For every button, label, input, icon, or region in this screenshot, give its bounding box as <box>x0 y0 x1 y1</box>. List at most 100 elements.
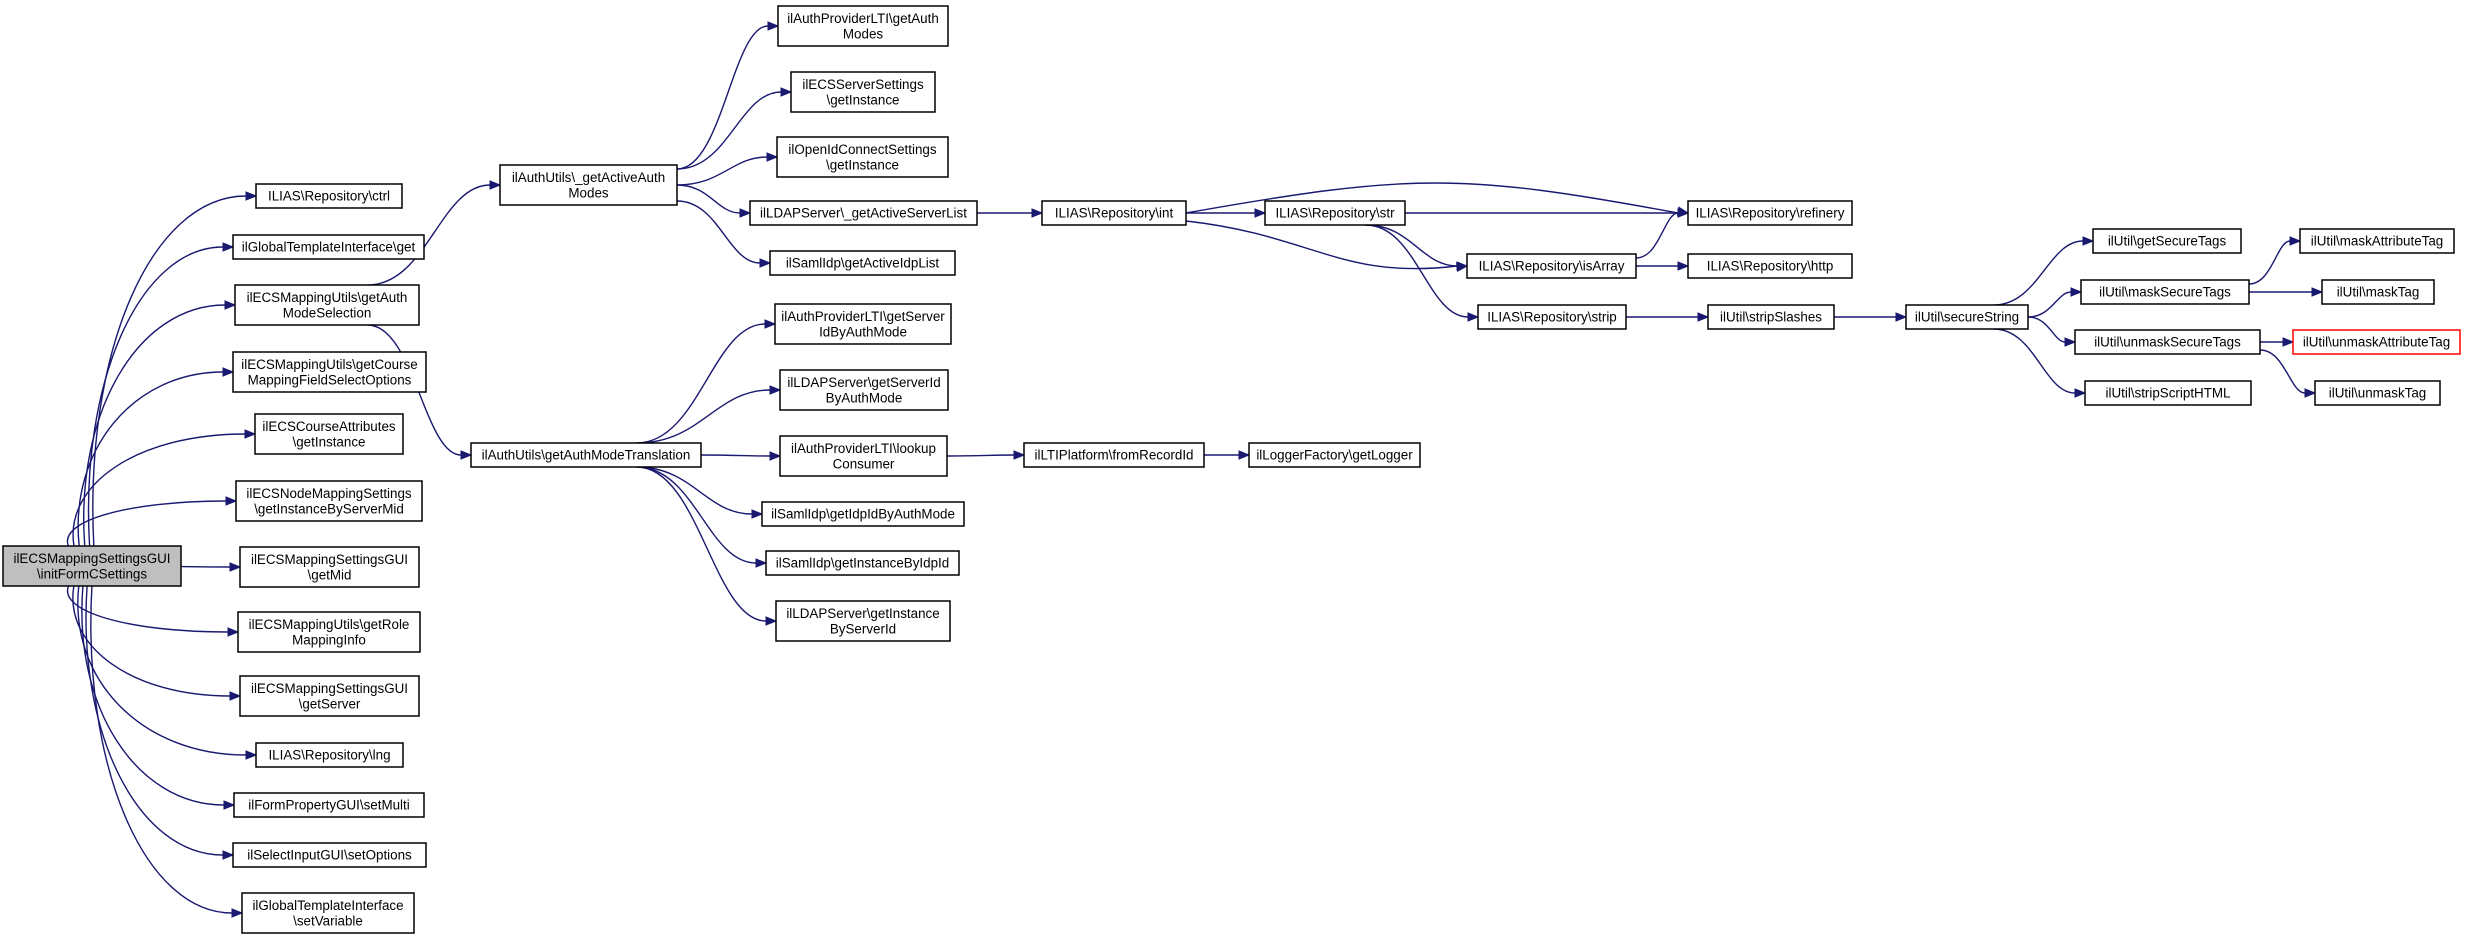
node-label: ilECSMappingUtils\getCourse <box>241 357 417 372</box>
graph-node[interactable]: ilECSMappingSettingsGUI\initFormCSetting… <box>2 545 182 587</box>
graph-node[interactable]: ilSamlIdp\getActiveIdpList <box>769 250 956 276</box>
graph-node[interactable]: ILIAS\Repository\strip <box>1477 304 1627 330</box>
graph-node[interactable]: ilFormPropertyGUI\setMulti <box>233 792 425 818</box>
node-label: \setVariable <box>293 913 363 928</box>
edge-arrowhead <box>222 367 235 377</box>
node-label: ilUtil\unmaskTag <box>2329 386 2427 401</box>
node-label: ILIAS\Repository\int <box>1055 206 1174 221</box>
graph-node[interactable]: ilSamlIdp\getInstanceByIdpId <box>765 550 960 576</box>
graph-node[interactable]: ILIAS\Repository\isArray <box>1466 253 1637 279</box>
node-box <box>2299 228 2455 254</box>
edge-arrowhead <box>1254 208 1267 218</box>
graph-node[interactable]: ilOpenIdConnectSettings\getInstance <box>776 136 949 178</box>
graph-node[interactable]: ilUtil\unmaskAttributeTag <box>2292 329 2461 355</box>
node-label: ilOpenIdConnectSettings <box>788 142 936 157</box>
edge-arrowhead <box>751 509 764 519</box>
node-box <box>769 250 956 276</box>
graph-node[interactable]: ilECSServerSettings\getInstance <box>790 71 936 113</box>
node-label: ilUtil\maskSecureTags <box>2099 285 2231 300</box>
graph-node[interactable]: ilUtil\unmaskSecureTags <box>2074 329 2261 355</box>
graph-node[interactable]: ilLDAPServer\_getActiveServerList <box>749 200 978 226</box>
graph-node[interactable]: ILIAS\Repository\refinery <box>1687 200 1853 226</box>
edge-line <box>178 565 231 568</box>
node-label: ilECSMappingSettingsGUI <box>251 552 408 567</box>
edge-arrowhead <box>766 152 779 162</box>
graph-node[interactable]: ILIAS\Repository\int <box>1041 200 1187 226</box>
edge-arrowhead <box>780 87 793 97</box>
graph-node[interactable]: ilSelectInputGUI\setOptions <box>232 842 427 868</box>
edge-line <box>636 466 757 564</box>
node-box <box>790 71 936 113</box>
node-label: \getServer <box>299 696 361 711</box>
node-label: ByAuthMode <box>826 390 903 405</box>
graph-node[interactable]: ilECSMappingSettingsGUI\getMid <box>239 546 420 588</box>
graph-node[interactable]: ILIAS\Repository\http <box>1687 253 1853 279</box>
node-box <box>765 550 960 576</box>
node-box <box>779 435 948 477</box>
graph-node[interactable]: ilUtil\maskSecureTags <box>2080 279 2250 305</box>
graph-node[interactable]: ilUtil\secureString <box>1905 304 2029 330</box>
node-label: ilECSNodeMappingSettings <box>246 486 412 501</box>
node-label: ilGlobalTemplateInterface\get <box>242 240 416 255</box>
graph-node[interactable]: ILIAS\Repository\str <box>1264 200 1406 226</box>
graph-node[interactable]: ilLoggerFactory\getLogger <box>1248 442 1421 468</box>
graph-node[interactable]: ilLTIPlatform\fromRecordId <box>1023 442 1205 468</box>
node-label: \initFormCSettings <box>37 566 147 581</box>
node-label: ilECSServerSettings <box>802 77 924 92</box>
node-box <box>1248 442 1421 468</box>
node-label: \getInstance <box>293 434 366 449</box>
graph-node[interactable]: ilGlobalTemplateInterface\get <box>232 234 425 260</box>
node-label: ModeSelection <box>283 305 372 320</box>
node-label: ByServerId <box>830 621 896 636</box>
edge-arrowhead <box>2282 337 2295 347</box>
edge-line <box>1993 240 2084 306</box>
edge-arrowhead <box>1677 261 1690 271</box>
graph-node[interactable]: ilUtil\maskAttributeTag <box>2299 228 2455 254</box>
graph-node[interactable]: ilUtil\unmaskTag <box>2314 380 2441 406</box>
graph-node[interactable]: ilUtil\stripSlashes <box>1707 304 1835 330</box>
node-box <box>237 611 421 653</box>
node-label: ilAuthUtils\_getActiveAuth <box>512 170 665 185</box>
node-label: ilGlobalTemplateInterface <box>252 898 403 913</box>
graph-node[interactable]: ILIAS\Repository\lng <box>255 742 404 768</box>
edge-arrowhead <box>769 385 782 395</box>
graph-node[interactable]: ilECSMappingSettingsGUI\getServer <box>239 675 420 717</box>
graph-node[interactable]: ilGlobalTemplateInterface\setVariable <box>241 892 415 934</box>
node-box <box>1905 304 2029 330</box>
graph-node[interactable]: ilSamlIdp\getIdpIdByAuthMode <box>761 501 965 527</box>
edge-arrowhead <box>245 191 258 201</box>
graph-node[interactable]: ilECSCourseAttributes\getInstance <box>254 413 404 455</box>
node-box <box>1687 253 1853 279</box>
node-label: ilSamlIdp\getActiveIdpList <box>786 256 940 271</box>
node-label: \getInstance <box>827 92 900 107</box>
graph-node[interactable]: ilUtil\getSecureTags <box>2092 228 2242 254</box>
node-box <box>1477 304 1627 330</box>
graph-node[interactable]: ilECSNodeMappingSettings\getInstanceBySe… <box>235 480 423 522</box>
edge-line <box>66 500 227 547</box>
node-label: ilLDAPServer\getServerId <box>787 375 940 390</box>
node-box <box>1707 304 1835 330</box>
node-label: Modes <box>568 185 608 200</box>
graph-node[interactable]: ILIAS\Repository\ctrl <box>255 183 403 209</box>
edge-arrowhead <box>1677 208 1690 218</box>
node-label: ilFormPropertyGUI\setMulti <box>248 798 409 813</box>
node-label: IdByAuthMode <box>819 324 907 339</box>
graph-node[interactable]: ilUtil\maskTag <box>2321 279 2435 305</box>
graph-node[interactable]: ilUtil\stripScriptHTML <box>2084 380 2252 406</box>
edge-arrowhead <box>2070 287 2083 297</box>
graph-node[interactable]: ilECSMappingUtils\getCourseMappingFieldS… <box>232 351 427 393</box>
edge-line <box>676 156 768 186</box>
graph-node[interactable]: ilAuthUtils\getAuthModeTranslation <box>470 442 702 468</box>
node-box <box>2314 380 2441 406</box>
node-label: ILIAS\Repository\strip <box>1487 310 1617 325</box>
edge-line <box>72 585 231 697</box>
edge-arrowhead <box>225 496 238 506</box>
